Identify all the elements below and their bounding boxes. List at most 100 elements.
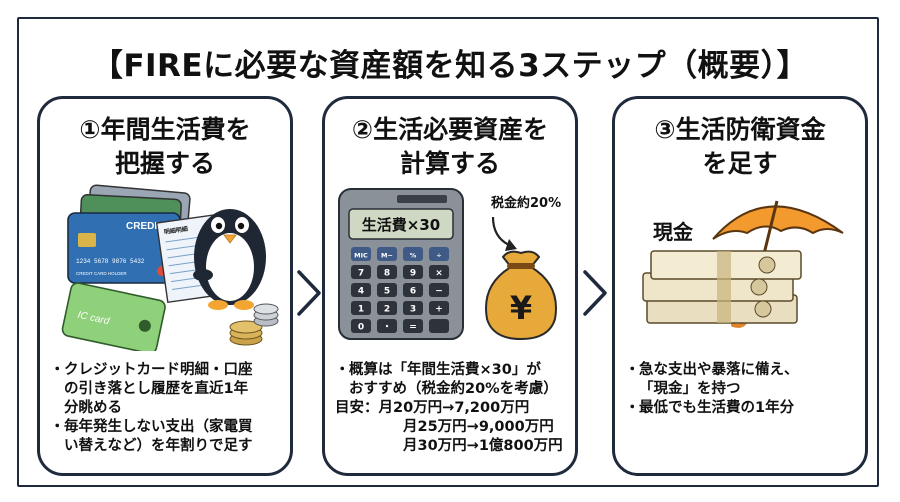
curved-arrow-head: [505, 239, 517, 251]
cash-label: 現金: [653, 220, 694, 244]
calculator-key: [429, 301, 449, 315]
bullet-line: 「現金」を持つ: [639, 381, 741, 397]
calculator-key-label: 9: [410, 269, 416, 279]
calculator-key: [403, 247, 423, 261]
calculator-key-label: 6: [410, 287, 416, 297]
calculator-key-label: 5: [384, 287, 390, 297]
calculator-key: [377, 265, 397, 279]
calculator-key-label: −: [435, 287, 443, 297]
calculator-display: 生活費×30: [362, 216, 440, 234]
list-item: ・ 概算は「年間生活費×30」が: [335, 361, 575, 380]
bullet-line: 概算は「年間生活費×30」が: [349, 362, 541, 378]
step-1-illustration: CREDIT 1234 5678 9876 5432 CREDIT CARD H…: [61, 184, 279, 351]
calculator-key: [403, 283, 423, 297]
calculator-key: [403, 265, 423, 279]
bullet-line: おすすめ（税金約20%を考慮）: [349, 381, 558, 397]
calculator-key: [403, 319, 423, 333]
step-1-title-line2: 把握する: [114, 149, 215, 178]
step-card-1: ①年間生活費を 把握する CREDIT 1234 5678 9876 5432 …: [37, 96, 293, 476]
bullet-line: い替えなど）を年割りで足す: [64, 438, 253, 454]
calculator-key: [351, 265, 371, 279]
calculator-key: [429, 247, 449, 261]
calculator-key: [351, 319, 371, 333]
estimate-label: 目安：: [335, 400, 379, 416]
calculator-key-label: %: [410, 252, 417, 260]
bullet-line: 分眺める: [64, 400, 122, 416]
list-item: ・ 毎年発生しない支出（家電買: [50, 418, 290, 437]
list-item: ・ 急な支出や暴落に備え、: [625, 361, 865, 380]
step-1-title-line1: ①年間生活費を: [79, 115, 251, 144]
bullet-dot: ・: [335, 362, 350, 378]
estimate-value: 月30万円→1億800万円: [403, 438, 563, 454]
step-arrow-2: [583, 270, 607, 316]
step-2-bullets: ・ 概算は「年間生活費×30」が おすすめ（税金約20%を考慮） 目安：月20万…: [335, 361, 575, 456]
cash-stack-icon: [642, 250, 802, 324]
calculator-key: [429, 265, 449, 279]
bullet-line: 最低でも生活費の1年分: [639, 400, 795, 416]
list-item: ・ クレジットカード明細・口座: [50, 361, 290, 380]
calculator-key-label: 3: [410, 305, 416, 315]
calculator-key: [351, 247, 371, 261]
tax-label: 税金約20%: [491, 195, 561, 211]
coins-icon: [229, 303, 279, 346]
calculator-key: [403, 301, 423, 315]
calculator-key: [429, 283, 449, 297]
calculator-key-label: 4: [358, 287, 364, 297]
step-1-title: ①年間生活費を 把握する: [40, 113, 290, 181]
bullet-line: 急な支出や暴落に備え、: [639, 362, 799, 378]
step-3-bullets: ・ 急な支出や暴落に備え、 「現金」を持つ ・ 最低でも生活費の1年分: [625, 361, 865, 418]
calculator-key: [377, 247, 397, 261]
calculator-key-label: 7: [358, 269, 364, 279]
step-1-bullets: ・ クレジットカード明細・口座 の引き落とし履歴を直近1年 分眺める ・ 毎年発…: [50, 361, 290, 456]
bullet-dot: ・: [50, 362, 65, 378]
bullet-line: クレジットカード明細・口座: [64, 362, 253, 378]
bullet-dot: ・: [625, 362, 640, 378]
step-3-illustration: 現金: [642, 200, 844, 328]
bullet-dot: ・: [50, 419, 65, 435]
bullet-line: の引き落とし履歴を直近1年: [64, 381, 249, 397]
money-bag-icon: ¥: [485, 250, 557, 341]
statement-label: 明細明細: [163, 225, 188, 236]
yen-symbol: ¥: [510, 289, 532, 327]
step-card-3: ③生活防衛資金 を足す 現金 ・ 急な支出や暴落に備え、 「現金」を持つ ・ 最…: [612, 96, 868, 476]
step-3-title-line2: を足す: [702, 149, 778, 178]
credit-card-brand: CREDIT: [126, 221, 163, 232]
calculator-key-label: =: [409, 323, 417, 333]
calculator-key-label: 0: [358, 323, 364, 333]
calculator-key-label: 8: [384, 269, 390, 279]
step-2-title-line2: 計算する: [399, 149, 500, 178]
step-2-title: ②生活必要資産を 計算する: [325, 113, 575, 181]
calculator-key: [351, 283, 371, 297]
calculator-key-label: MIC: [354, 252, 368, 260]
calculator-key-label: M−: [381, 252, 393, 260]
step-arrow-1: [297, 270, 321, 316]
calculator-key-label: ・: [382, 323, 391, 333]
ic-card-icon: IC card: [61, 282, 166, 351]
calculator-key: [377, 283, 397, 297]
calculator-key: [377, 319, 397, 333]
calculator-key: [351, 301, 371, 315]
list-item: ・ 最低でも生活費の1年分: [625, 399, 865, 418]
estimate-value: 月25万円→9,000万円: [403, 419, 554, 435]
calculator-key-label: ÷: [436, 252, 441, 260]
estimate-value: 月20万円→7,200万円: [378, 400, 530, 416]
calculator-key-label: 1: [358, 305, 364, 315]
bullet-dot: ・: [625, 400, 640, 416]
penguin-icon: [193, 209, 266, 310]
calculator-key-label: ×: [435, 269, 443, 279]
bullet-line: 毎年発生しない支出（家電買: [64, 419, 253, 435]
credit-card-number: 1234 5678 9876 5432: [76, 258, 145, 265]
estimate-row: 目安：月20万円→7,200万円: [335, 399, 575, 418]
step-3-title: ③生活防衛資金 を足す: [615, 113, 865, 181]
page-title: 【FIREに必要な資産額を知る3ステップ（概要）】: [91, 48, 809, 84]
step-2-title-line1: ②生活必要資産を: [351, 115, 549, 144]
calculator-key-label: +: [435, 305, 443, 315]
step-3-title-line1: ③生活防衛資金: [654, 115, 826, 144]
calculator-key: [377, 301, 397, 315]
calculator-key: [429, 319, 449, 333]
credit-card-holder: CREDIT CARD HOLDER: [76, 271, 127, 276]
curved-arrow-icon: [491, 216, 510, 246]
